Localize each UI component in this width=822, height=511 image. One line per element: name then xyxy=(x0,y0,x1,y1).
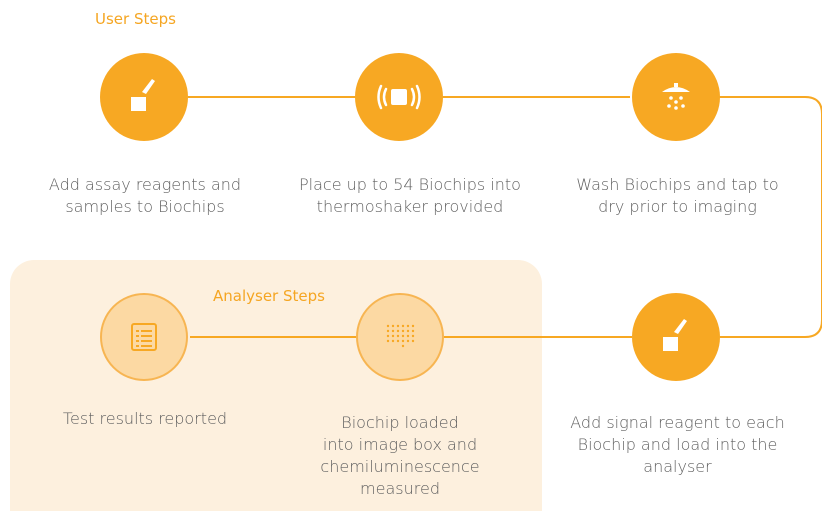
list-icon xyxy=(131,323,157,351)
step-6-circle xyxy=(100,293,188,381)
analyser-steps-panel xyxy=(10,260,542,511)
step-5-circle xyxy=(356,293,444,381)
step-1-circle xyxy=(100,53,188,141)
dot-grid-icon xyxy=(386,324,415,348)
step-2-circle xyxy=(355,53,443,141)
step-6-label: Test results reported xyxy=(62,409,228,428)
analyser-steps-title: Analyser Steps xyxy=(213,287,325,305)
vibration-icon xyxy=(377,84,421,110)
pipette-icon xyxy=(663,319,687,351)
user-steps-title: User Steps xyxy=(95,10,176,28)
step-4-circle xyxy=(632,293,720,381)
step-3-circle xyxy=(632,53,720,141)
pipette-icon xyxy=(131,79,155,111)
shower-icon xyxy=(662,83,690,110)
